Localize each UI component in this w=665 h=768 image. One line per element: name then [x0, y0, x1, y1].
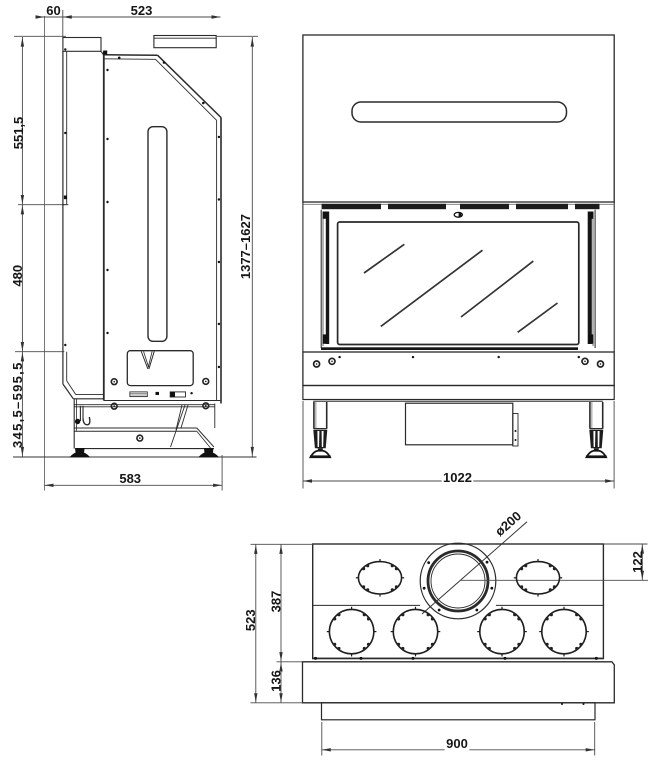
svg-text:136: 136 [268, 670, 283, 692]
svg-text:900: 900 [446, 736, 468, 751]
svg-text:345,5–595,5: 345,5–595,5 [10, 361, 25, 448]
svg-text:523: 523 [243, 609, 258, 631]
svg-text:583: 583 [119, 471, 141, 486]
svg-text:1022: 1022 [443, 470, 472, 485]
svg-text:387: 387 [268, 591, 283, 613]
svg-text:122: 122 [630, 551, 645, 573]
svg-text:1377–1627: 1377–1627 [238, 214, 253, 279]
svg-text:551,5: 551,5 [11, 117, 26, 150]
svg-text:480: 480 [10, 265, 25, 287]
svg-text:60: 60 [46, 3, 60, 18]
svg-text:523: 523 [131, 3, 153, 18]
